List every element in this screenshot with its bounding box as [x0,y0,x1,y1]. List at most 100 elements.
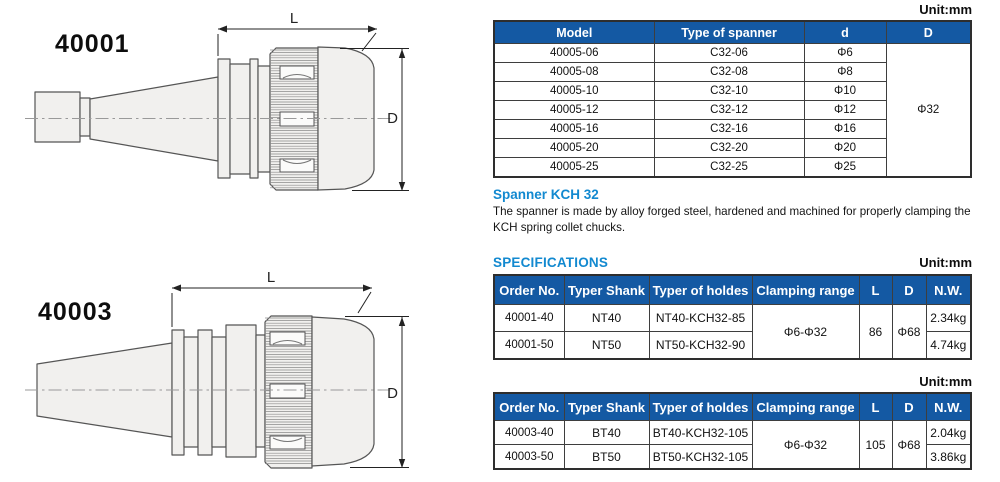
model-cell: 40005-10 [493,81,655,101]
taper-shank [89,76,219,162]
column-header: Typer Shank [563,274,650,305]
toolholder-bt-drawing: L D [25,269,409,469]
net-weight-cell: 3.86kg [925,444,972,470]
spanner-type-cell: C32-16 [653,119,805,139]
shank-cell: BT40 [563,420,650,445]
flange-groove [183,336,199,448]
flange-groove [229,63,251,175]
column-header: Order No. [493,392,565,421]
column-header: D [891,392,927,421]
nut-slot [269,383,306,399]
column-header: D [885,20,972,44]
arrowhead [218,25,227,33]
column-header: Model [493,20,655,44]
length-cell: 105 [858,420,893,470]
column-header: Typer of holdes [648,392,753,421]
order-no-cell: 40001-40 [493,304,565,332]
neck [255,334,266,448]
unit-label-spanner-table: Unit:mm [919,2,972,17]
holder-cell: BT50-KCH32-105 [648,444,753,470]
d-value-cell: Φ10 [803,81,887,101]
d-value-cell: Φ8 [803,62,887,82]
shank-cell: BT50 [563,444,650,470]
model-cell: 40005-20 [493,138,655,158]
model-cell: 40005-25 [493,157,655,178]
dim-diameter-label: D [387,110,398,127]
model-cell: 40005-06 [493,43,655,63]
order-no-cell: 40003-40 [493,420,565,445]
arrowhead [363,284,372,292]
slot-arc [272,340,303,345]
holder-cell: NT40-KCH32-85 [648,304,753,332]
stud-collar [79,97,91,137]
diameter-cell: Φ68 [891,420,927,470]
arrowhead [172,284,181,292]
slot-arc [282,159,312,164]
column-header: Typer of holdes [648,274,753,305]
neck [257,65,271,173]
column-header: d [803,20,887,44]
drawing-40001: L D [0,0,490,240]
shank-cell: NT40 [563,304,650,332]
flange-ring [197,329,213,456]
nut-cap [311,316,375,467]
arrowhead [368,25,377,33]
arrowhead [398,459,406,468]
model-cell: 40005-08 [493,62,655,82]
drawing-40003-title: 40003 [38,298,113,326]
column-header: Clamping range [751,392,860,421]
dim-diameter-label: D [387,385,398,402]
order-no-cell: 40003-50 [493,444,565,470]
shared-d-cell: Φ32 [885,43,972,178]
model-cell: 40005-16 [493,119,655,139]
column-header: N.W. [925,392,972,421]
spanner-type-cell: C32-06 [653,43,805,63]
net-weight-cell: 2.34kg [925,304,972,332]
specifications-header-row: SPECIFICATIONS Unit:mm [493,255,972,270]
column-header: Typer Shank [563,392,650,421]
specifications-title: SPECIFICATIONS [493,255,609,270]
toolholder-nt-drawing: L D [25,10,409,191]
spanner-note-title: Spanner KCH 32 [493,187,599,202]
column-header: D [891,274,927,305]
spanner-type-cell: C32-10 [653,81,805,101]
clamping-range-cell: Φ6-Φ32 [751,420,860,470]
pull-stud [34,91,81,143]
arrowhead [398,49,406,58]
spanner-note-body: The spanner is made by alloy forged stee… [493,205,971,234]
net-weight-cell: 4.74kg [925,331,972,360]
column-header: L [858,274,893,305]
d-value-cell: Φ25 [803,157,887,178]
slot-arc [282,74,312,79]
unit-label-spec-40001: Unit:mm [919,255,972,270]
nut-slot [269,435,306,450]
spanner-type-cell: C32-25 [653,157,805,178]
length-cell: 86 [858,304,893,360]
nut-slot [279,111,315,127]
column-header: Clamping range [751,274,860,305]
d-value-cell: Φ16 [803,119,887,139]
flange-ring [171,329,185,456]
column-header: Type of spanner [653,20,805,44]
order-no-cell: 40001-50 [493,331,565,360]
d-value-cell: Φ6 [803,43,887,63]
spanner-type-cell: C32-12 [653,100,805,120]
flange-collar [225,324,257,458]
